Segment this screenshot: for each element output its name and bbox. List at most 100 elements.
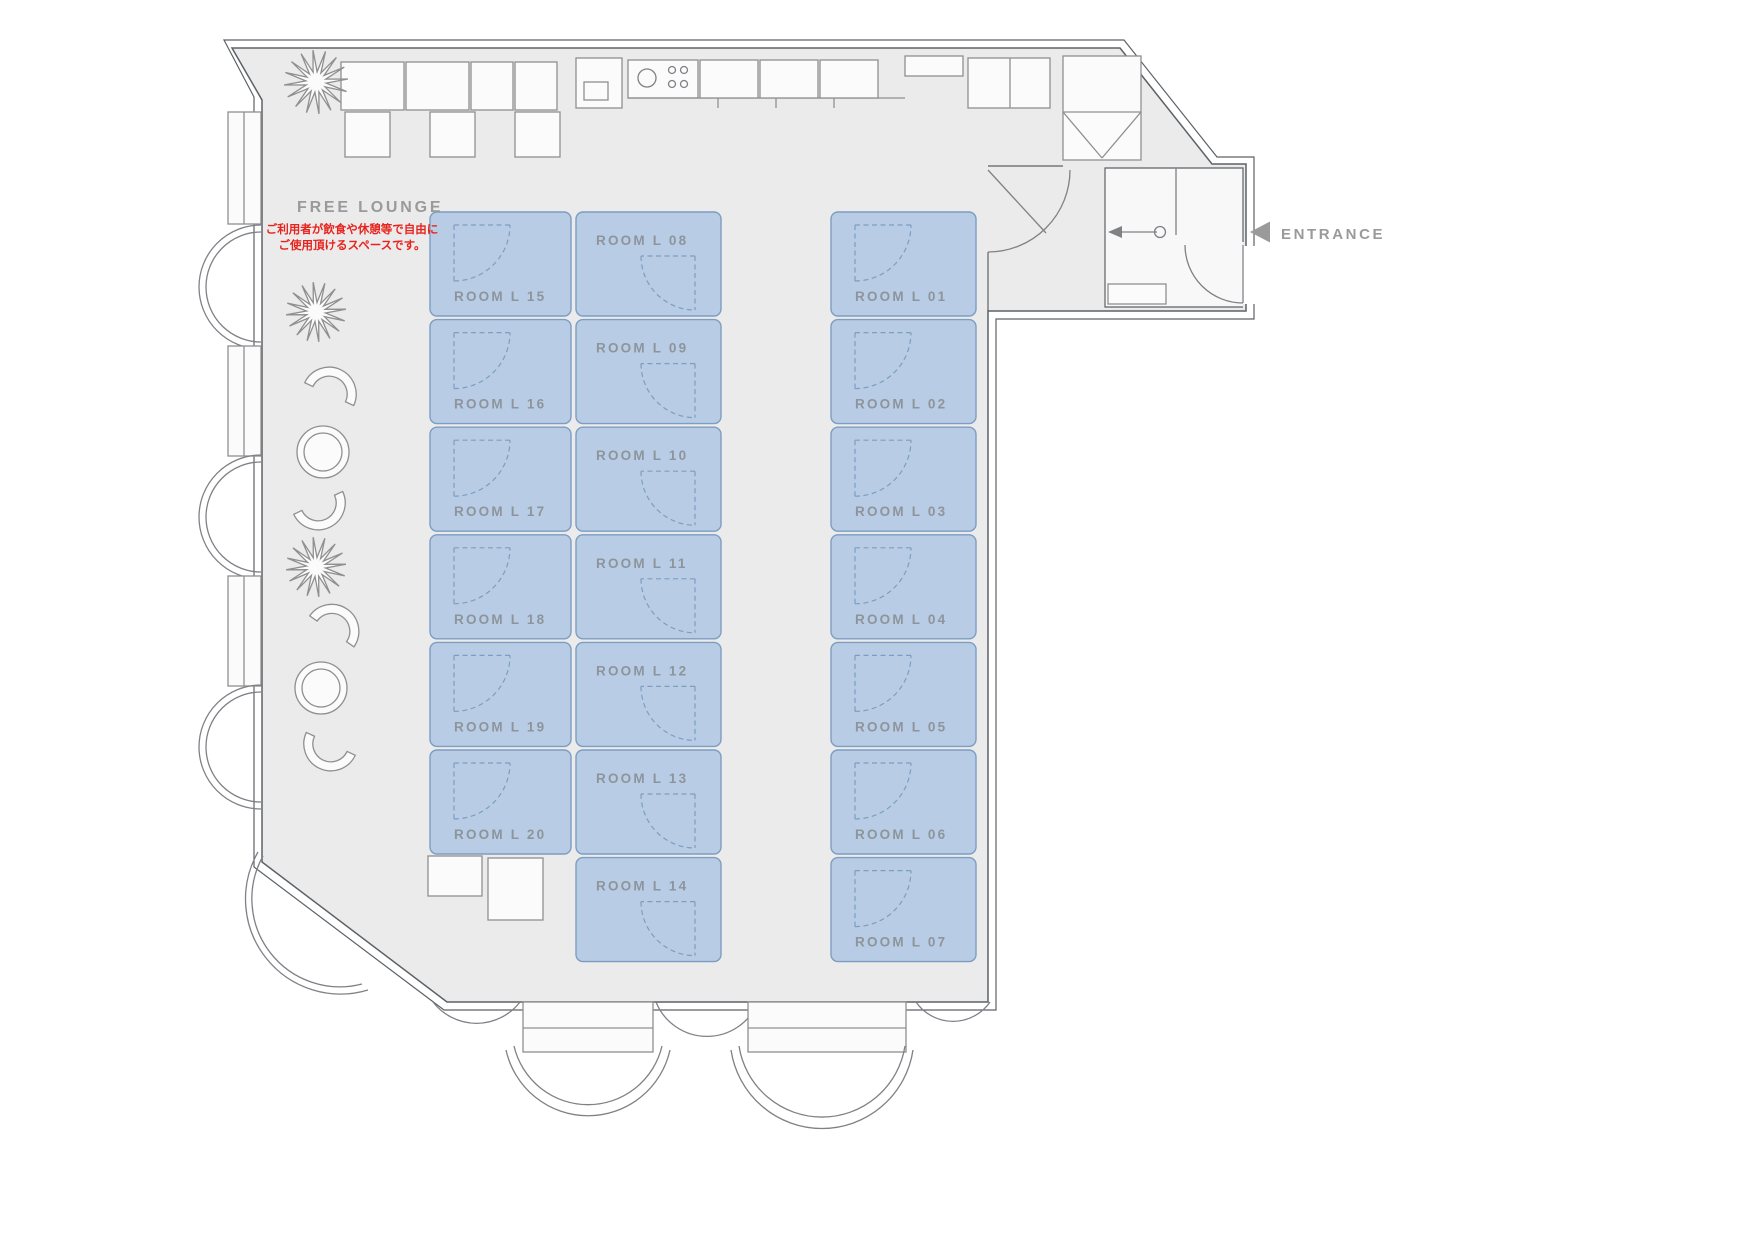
bay-arc (198, 454, 262, 580)
counter-unit (819, 59, 879, 99)
room-shape (575, 856, 722, 963)
lounge-furniture (283, 49, 371, 781)
free-lounge-note-line1: ご利用者が飲食や休憩等で自由に (266, 222, 439, 236)
corner-bay-arc-inner (251, 855, 363, 988)
floor-area (230, 47, 1247, 1003)
room-label: ROOM L 09 (596, 341, 688, 356)
room-label: ROOM L 10 (596, 448, 688, 463)
room-room-l-06: ROOM L 06 (830, 749, 977, 855)
vestibule-counter (1107, 283, 1167, 305)
corner-bay-arc (244, 851, 369, 995)
bottom-bay-windows (432, 1001, 991, 1130)
counter-unit (405, 61, 470, 111)
room-label: ROOM L 14 (596, 879, 688, 894)
burner-icon (679, 65, 689, 75)
door-swing-icon (854, 547, 912, 605)
counter-unit (514, 61, 558, 111)
room-label: ROOM L 06 (855, 827, 947, 842)
room-label: ROOM L 04 (855, 612, 947, 627)
room-shape (575, 749, 722, 855)
bay-arc (915, 1001, 991, 1023)
room-shape (830, 641, 977, 748)
room-shape (429, 211, 572, 317)
room-label: ROOM L 08 (596, 233, 688, 248)
plant-icon (285, 281, 347, 343)
room-shape (830, 211, 977, 317)
closet-door-line (1101, 111, 1142, 159)
door-swing-icon (640, 793, 696, 849)
vestibule-wall (1104, 167, 1244, 308)
room-shape (429, 641, 572, 748)
room-room-l-05: ROOM L 05 (830, 641, 977, 748)
burner-icon (667, 79, 677, 89)
room-room-l-09: ROOM L 09 (575, 318, 722, 425)
door-swing-icon (640, 901, 696, 957)
room-room-l-12: ROOM L 12 (575, 641, 722, 748)
room-label: ROOM L 18 (454, 612, 546, 627)
left-bay-windows (198, 111, 369, 995)
room-room-l-08: ROOM L 08 (575, 211, 722, 317)
storage-box (427, 855, 483, 897)
door-swing-icon (987, 169, 1071, 253)
bay-arc-inner (205, 231, 262, 343)
room-room-l-16: ROOM L 16 (429, 318, 572, 425)
room-shape (830, 426, 977, 532)
counter-unit (340, 61, 405, 111)
door-swing-icon (453, 654, 511, 712)
door-swing-icon (854, 762, 912, 820)
door-swing-icon (640, 363, 696, 419)
door-swing-icon (854, 332, 912, 390)
room-shape (429, 318, 572, 425)
room-label: ROOM L 13 (596, 771, 688, 786)
room-room-l-10: ROOM L 10 (575, 426, 722, 532)
room-room-l-11: ROOM L 11 (575, 534, 722, 640)
door-swing-icon (854, 870, 912, 928)
door-swing-icon (453, 332, 511, 390)
room-room-l-17: ROOM L 17 (429, 426, 572, 532)
door-swing-icon (453, 439, 511, 497)
burner-icon (679, 79, 689, 89)
burner-icon (637, 68, 657, 88)
room-shape (575, 426, 722, 532)
entry-path-node (1153, 225, 1167, 239)
window-frame (747, 1001, 907, 1053)
room-shape (575, 318, 722, 425)
entrance-label: ENTRANCE (1281, 226, 1385, 243)
sink (904, 55, 964, 77)
closet-box (1062, 55, 1142, 161)
door-swing-icon (453, 762, 511, 820)
room-room-l-13: ROOM L 13 (575, 749, 722, 855)
stool (344, 111, 391, 158)
room-room-l-20: ROOM L 20 (429, 749, 572, 855)
room-shape (575, 534, 722, 640)
bay-arc (198, 684, 262, 810)
door-swing-icon (640, 685, 696, 741)
bay-arc-inner (738, 1045, 906, 1118)
room-room-l-03: ROOM L 03 (830, 426, 977, 532)
entrance-arrow-icon (1250, 221, 1270, 243)
door-swing-icon (640, 470, 696, 526)
door-swing-icon (1184, 244, 1244, 304)
room-label: ROOM L 20 (454, 827, 546, 842)
table-icon (294, 661, 348, 715)
room-shape (830, 318, 977, 425)
bay-arc-inner (205, 461, 262, 573)
room-room-l-18: ROOM L 18 (429, 534, 572, 640)
entry-path-arrow-icon (1108, 226, 1122, 238)
storage-units (427, 855, 544, 921)
room-room-l-02: ROOM L 02 (830, 318, 977, 425)
room-shape (429, 749, 572, 855)
window-frame (522, 1001, 654, 1053)
closet (1062, 55, 1142, 161)
stool (514, 111, 561, 158)
table-icon (296, 425, 350, 479)
entrance-opening (1242, 246, 1258, 304)
room-shape (830, 749, 977, 855)
closet-door-line (1062, 111, 1103, 159)
counter-unit (967, 57, 1051, 109)
counter-unit (699, 59, 759, 99)
entrance-area (987, 165, 1258, 311)
room-label: ROOM L 05 (855, 719, 947, 734)
